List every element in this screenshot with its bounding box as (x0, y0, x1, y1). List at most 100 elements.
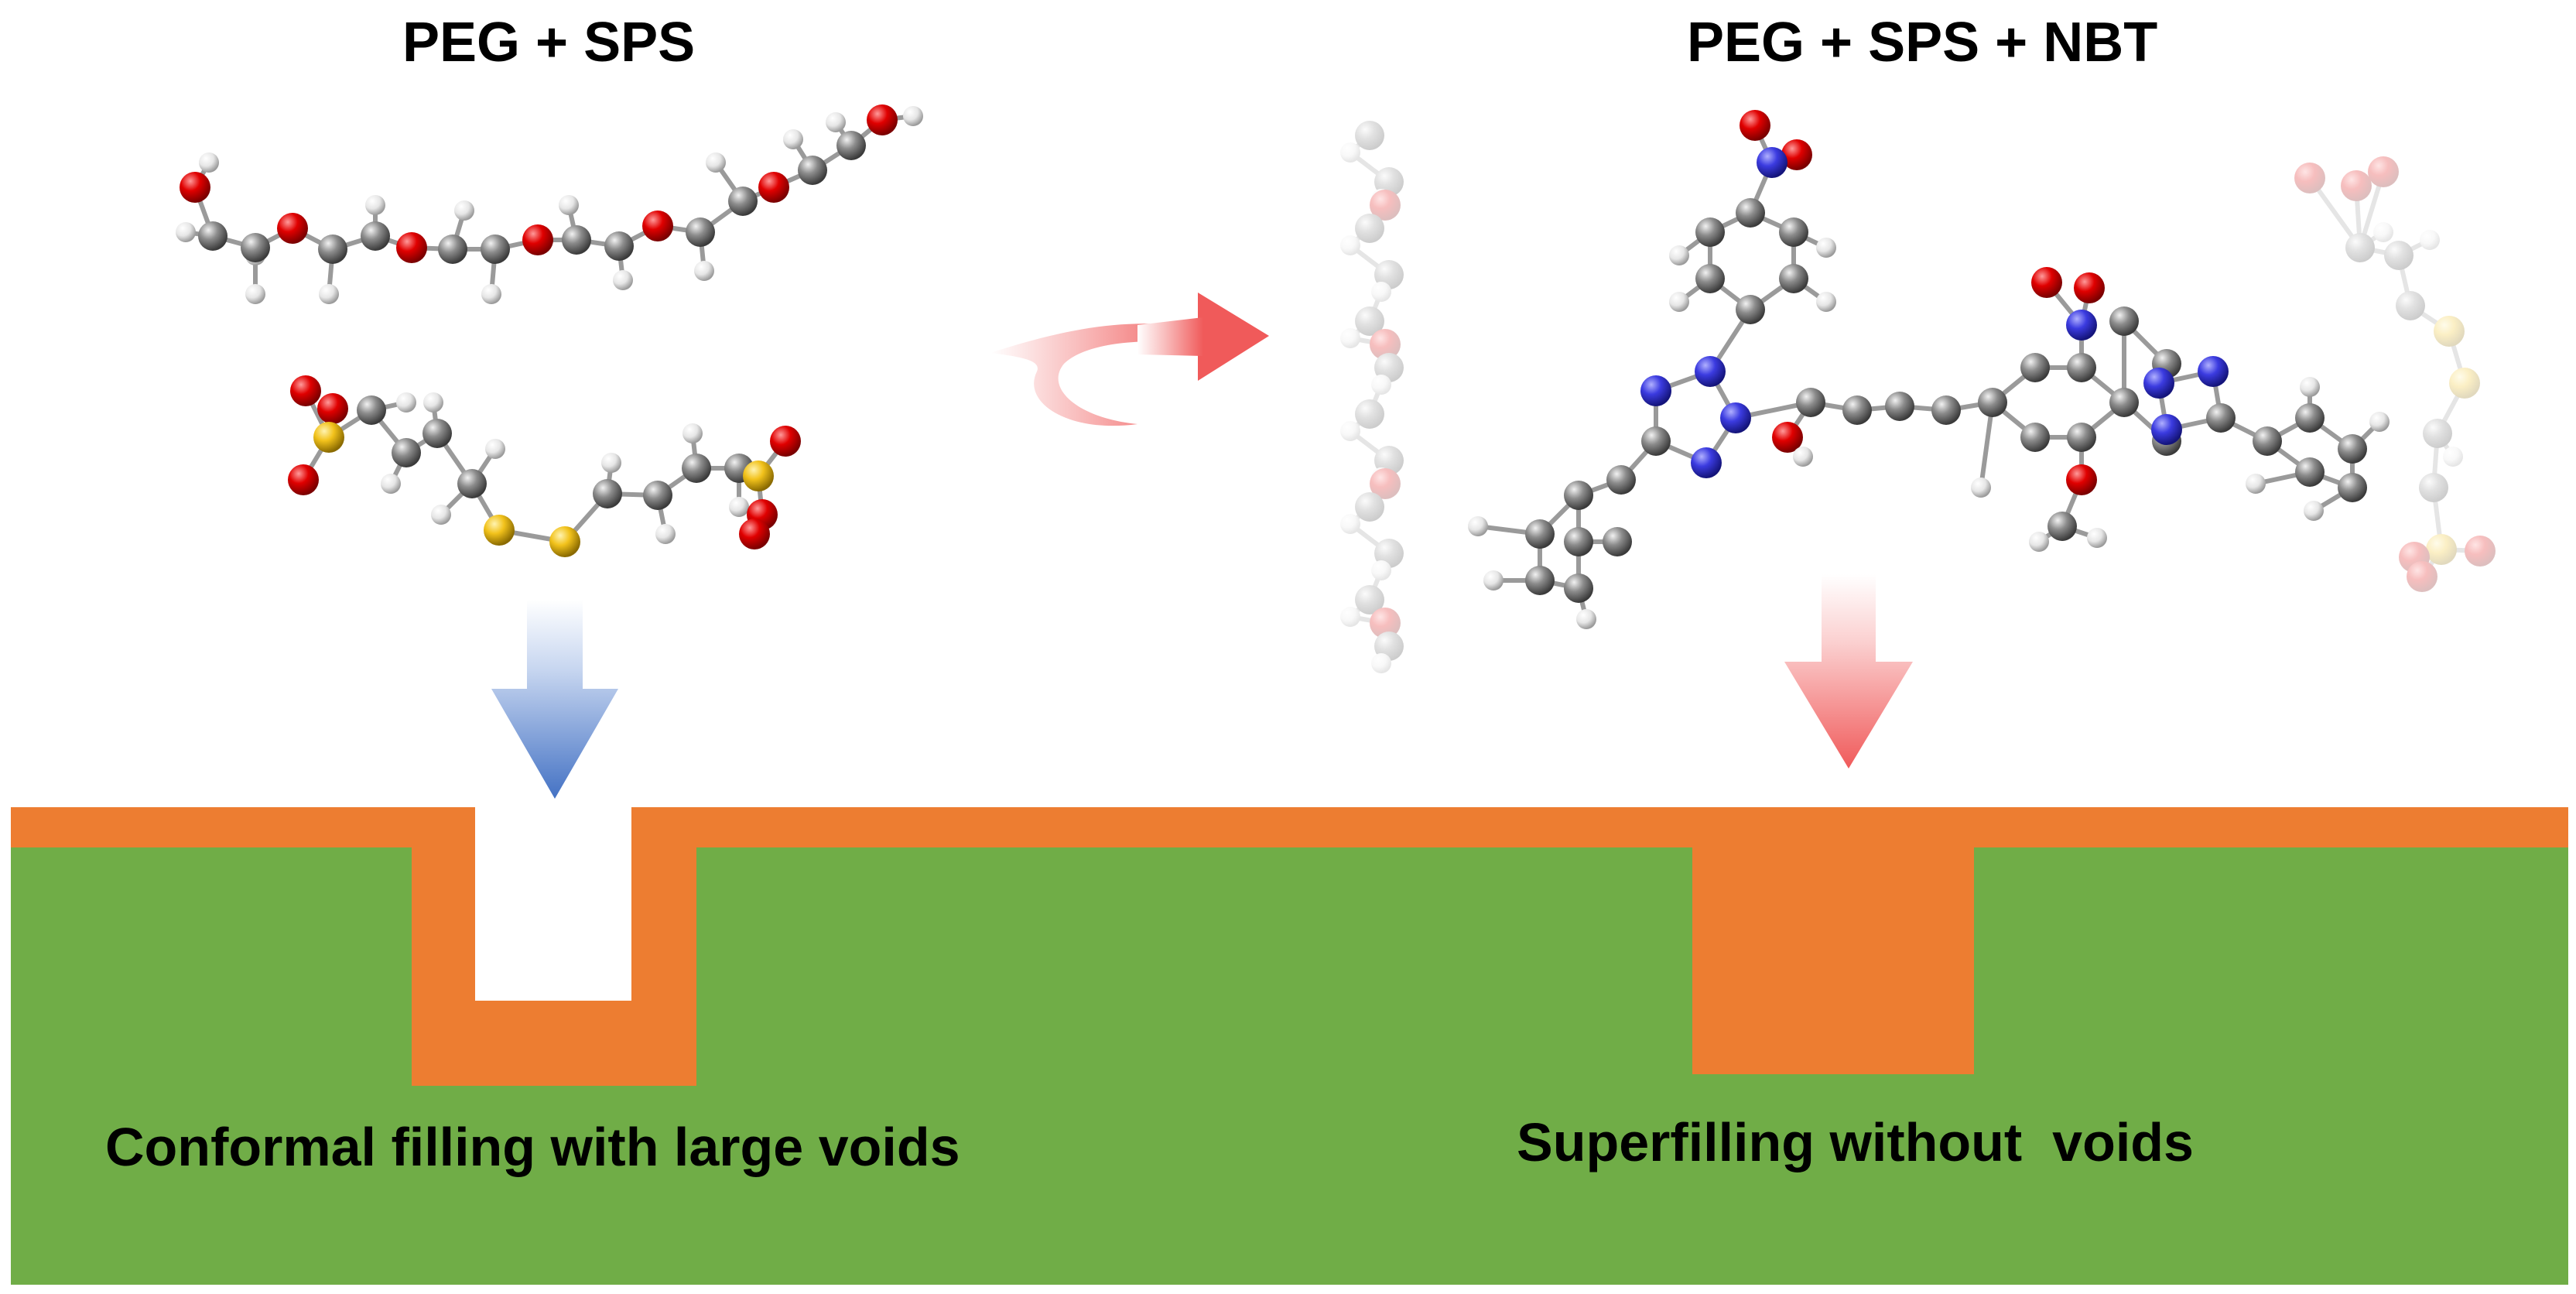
nbt-hydrogen-atom (1816, 238, 1836, 258)
faded-sps-sulfur-atom (2434, 316, 2465, 347)
nbt-hydrogen-atom (2246, 474, 2266, 494)
nbt-carbon-atom (1695, 217, 1725, 247)
left-caption: Conformal filling with large voids (105, 1117, 960, 1177)
nbt-hydrogen-atom (1816, 292, 1836, 312)
nbt-oxygen-atom (1740, 110, 1770, 141)
sps-hydrogen-atom (601, 453, 621, 473)
peg-hydrogen-atom (454, 200, 474, 221)
right-caption: Superfilling without voids (1517, 1112, 2194, 1172)
faded-peg-hydrogen-atom (1340, 328, 1360, 348)
faded-peg-hydrogen-atom (1340, 514, 1360, 534)
substrate-cross-section (0, 797, 2576, 1285)
nbt-oxygen-atom (1781, 139, 1812, 170)
faded-sps-oxygen-atom (2294, 163, 2325, 193)
nbt-carbon-atom (1564, 527, 1593, 556)
peg-hydrogen-atom (783, 129, 803, 149)
faded-peg-oxygen-atom (1370, 329, 1401, 360)
sps-sulfur-atom (549, 526, 580, 557)
faded-peg-hydrogen-atom (1340, 421, 1360, 441)
sps-hydrogen-atom (729, 497, 749, 517)
faded-peg-carbon-atom (1355, 492, 1384, 522)
void (475, 797, 631, 1001)
blue-down-arrow (491, 600, 618, 799)
faded-peg-carbon-atom (1355, 585, 1384, 614)
nbt-nitrogen-atom (2143, 368, 2174, 399)
nbt-carbon-atom (1695, 264, 1725, 293)
nbt-hydrogen-atom (2369, 412, 2390, 432)
peg-carbon-atom (481, 234, 510, 264)
nbt-carbon-atom (1779, 264, 1808, 293)
faded-sps-hydrogen-atom (2420, 230, 2440, 250)
sps-oxygen-atom (317, 393, 348, 424)
faded-peg-carbon-atom (1355, 121, 1384, 150)
peg-hydrogen-atom (365, 195, 385, 215)
nbt-hydrogen-atom (1483, 570, 1504, 591)
faded-sps-carbon-atom (2423, 419, 2452, 448)
nbt-carbon-atom (2253, 426, 2282, 456)
peg-carbon-atom (604, 231, 634, 261)
faded-peg-hydrogen-atom (1340, 235, 1360, 255)
nbt-carbon-atom (2206, 403, 2236, 433)
nbt-carbon-atom (1564, 481, 1593, 510)
nbt-nitrogen-atom (1695, 356, 1726, 387)
nbt-carbon-atom (2067, 353, 2096, 382)
sps-hydrogen-atom (396, 392, 416, 413)
nbt-carbon-atom (1606, 465, 1636, 495)
sps-oxygen-atom (770, 426, 801, 457)
faded-peg-oxygen-atom (1370, 468, 1401, 499)
peg-oxygen-atom (758, 172, 789, 203)
nbt-carbon-atom (2020, 353, 2050, 382)
faded-sps-oxygen-atom (2407, 561, 2437, 592)
sps-carbon-atom (457, 469, 487, 498)
faded-sps-carbon-atom (2419, 473, 2448, 502)
peg-hydrogen-atom (481, 284, 501, 304)
sps-sulfur-atom (484, 515, 515, 546)
nbt-carbon-atom (1842, 395, 1872, 425)
peg-sps-molecules (176, 104, 923, 557)
nbt-carbon-atom (2295, 403, 2325, 433)
sps-hydrogen-atom (682, 423, 703, 443)
nbt-carbon-atom (1779, 217, 1808, 247)
nbt-hydrogen-atom (1576, 609, 1596, 629)
faded-sps-hydrogen-atom (2443, 447, 2463, 467)
faded-peg-hydrogen-atom (1371, 282, 1391, 302)
faded-sps-sulfur-atom (2449, 368, 2480, 399)
peg-oxygen-atom (180, 172, 210, 203)
peg-carbon-atom (686, 217, 715, 247)
nbt-nitrogen-atom (2066, 310, 2097, 341)
nbt-carbon-atom (1796, 388, 1825, 417)
nbt-nitrogen-atom (1640, 375, 1671, 406)
peg-carbon-atom (798, 156, 827, 185)
peg-hydrogen-atom (319, 284, 339, 304)
nbt-carbon-atom (1885, 392, 1914, 421)
peg-carbon-atom (438, 234, 467, 264)
nbt-carbon-atom (2109, 306, 2139, 336)
faded-sps-sulfur-atom (2426, 534, 2457, 565)
superfilled-trench (1692, 836, 1974, 1074)
sps-carbon-atom (643, 481, 672, 510)
nbt-carbon-atom (1564, 573, 1593, 603)
nbt-hydrogen-atom (1669, 292, 1689, 312)
faded-peg-hydrogen-atom (1371, 375, 1391, 395)
nbt-carbon-atom (1736, 198, 1765, 228)
peg-hydrogen-atom (199, 152, 219, 173)
peg-carbon-atom (728, 187, 758, 216)
peg-hydrogen-atom (826, 112, 846, 132)
faded-sps-carbon-atom (2396, 291, 2425, 320)
peg-hydrogen-atom (245, 284, 265, 304)
peg-hydrogen-atom (694, 261, 714, 281)
left-title: PEG + SPS (402, 12, 696, 74)
faded-sps-oxygen-atom (2465, 536, 2496, 567)
faded-peg-carbon-atom (1355, 399, 1384, 429)
faded-sps-oxygen-atom (2368, 156, 2399, 187)
nbt-carbon-atom (2338, 434, 2367, 464)
peg-hydrogen-atom (559, 195, 579, 215)
sps-carbon-atom (422, 419, 452, 448)
sps-carbon-atom (682, 454, 711, 483)
faded-peg-carbon-atom (1355, 214, 1384, 243)
faded-peg-oxygen-atom (1370, 190, 1401, 221)
peg-oxygen-atom (277, 213, 308, 244)
nbt-nitrogen-atom (1757, 147, 1787, 178)
nbt-carbon-atom (1978, 388, 2007, 417)
